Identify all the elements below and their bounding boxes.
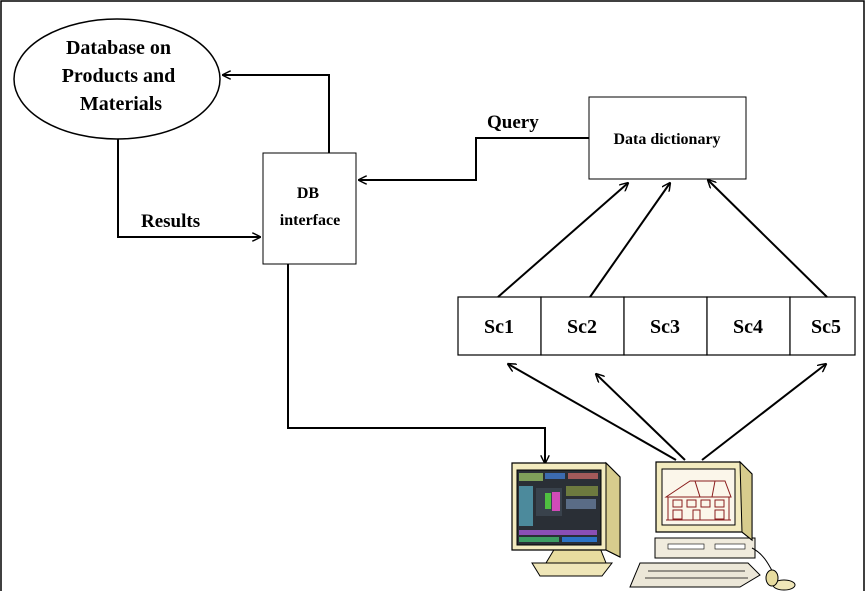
sc2-label: Sc2 [567,316,597,338]
edge-sc5-to-dictionary [708,180,828,298]
sc5-box [789,296,856,356]
db-interface-label: DB interface [280,185,340,229]
sc5-label: Sc5 [811,316,841,338]
data-dictionary-label: Data dictionary [613,131,720,148]
db-interface-node [262,152,357,265]
edge-interface-to-workstation [287,264,545,463]
sc3-label: Sc3 [650,316,680,338]
db-interface-label-line-1: DB [297,185,320,202]
edge-sc1-to-dictionary [497,183,628,298]
edge-dictionary-to-interface-query [359,137,589,180]
data-dictionary-node [588,96,747,180]
database-label-line-3: Materials [80,93,162,115]
edge-database-to-interface-results [117,139,260,237]
sc4-label: Sc4 [733,316,763,338]
database-label-line-2: Products and [62,65,176,87]
computer-with-house-drawing-icon [629,460,796,591]
edge-interface-to-database [223,75,330,153]
edge-computer-to-sc2 [596,374,686,461]
sc4-box [706,296,791,356]
query-edge-label: Query [487,112,539,133]
db-interface-label-line-2: interface [280,212,340,229]
workstation-monitor-icon [511,461,621,577]
edge-computer-to-sc1 [508,364,677,461]
edge-sc2-to-dictionary [589,183,670,298]
results-edge-label: Results [141,211,200,232]
sub-component-strip: Sc1 Sc2 Sc3 Sc4 Sc5 [457,296,856,356]
database-label-line-1: Database on [66,37,171,59]
sc1-label: Sc1 [484,316,514,338]
edge-computer-to-sc5 [701,364,826,461]
database-label: Database on Products and Materials [62,37,181,115]
